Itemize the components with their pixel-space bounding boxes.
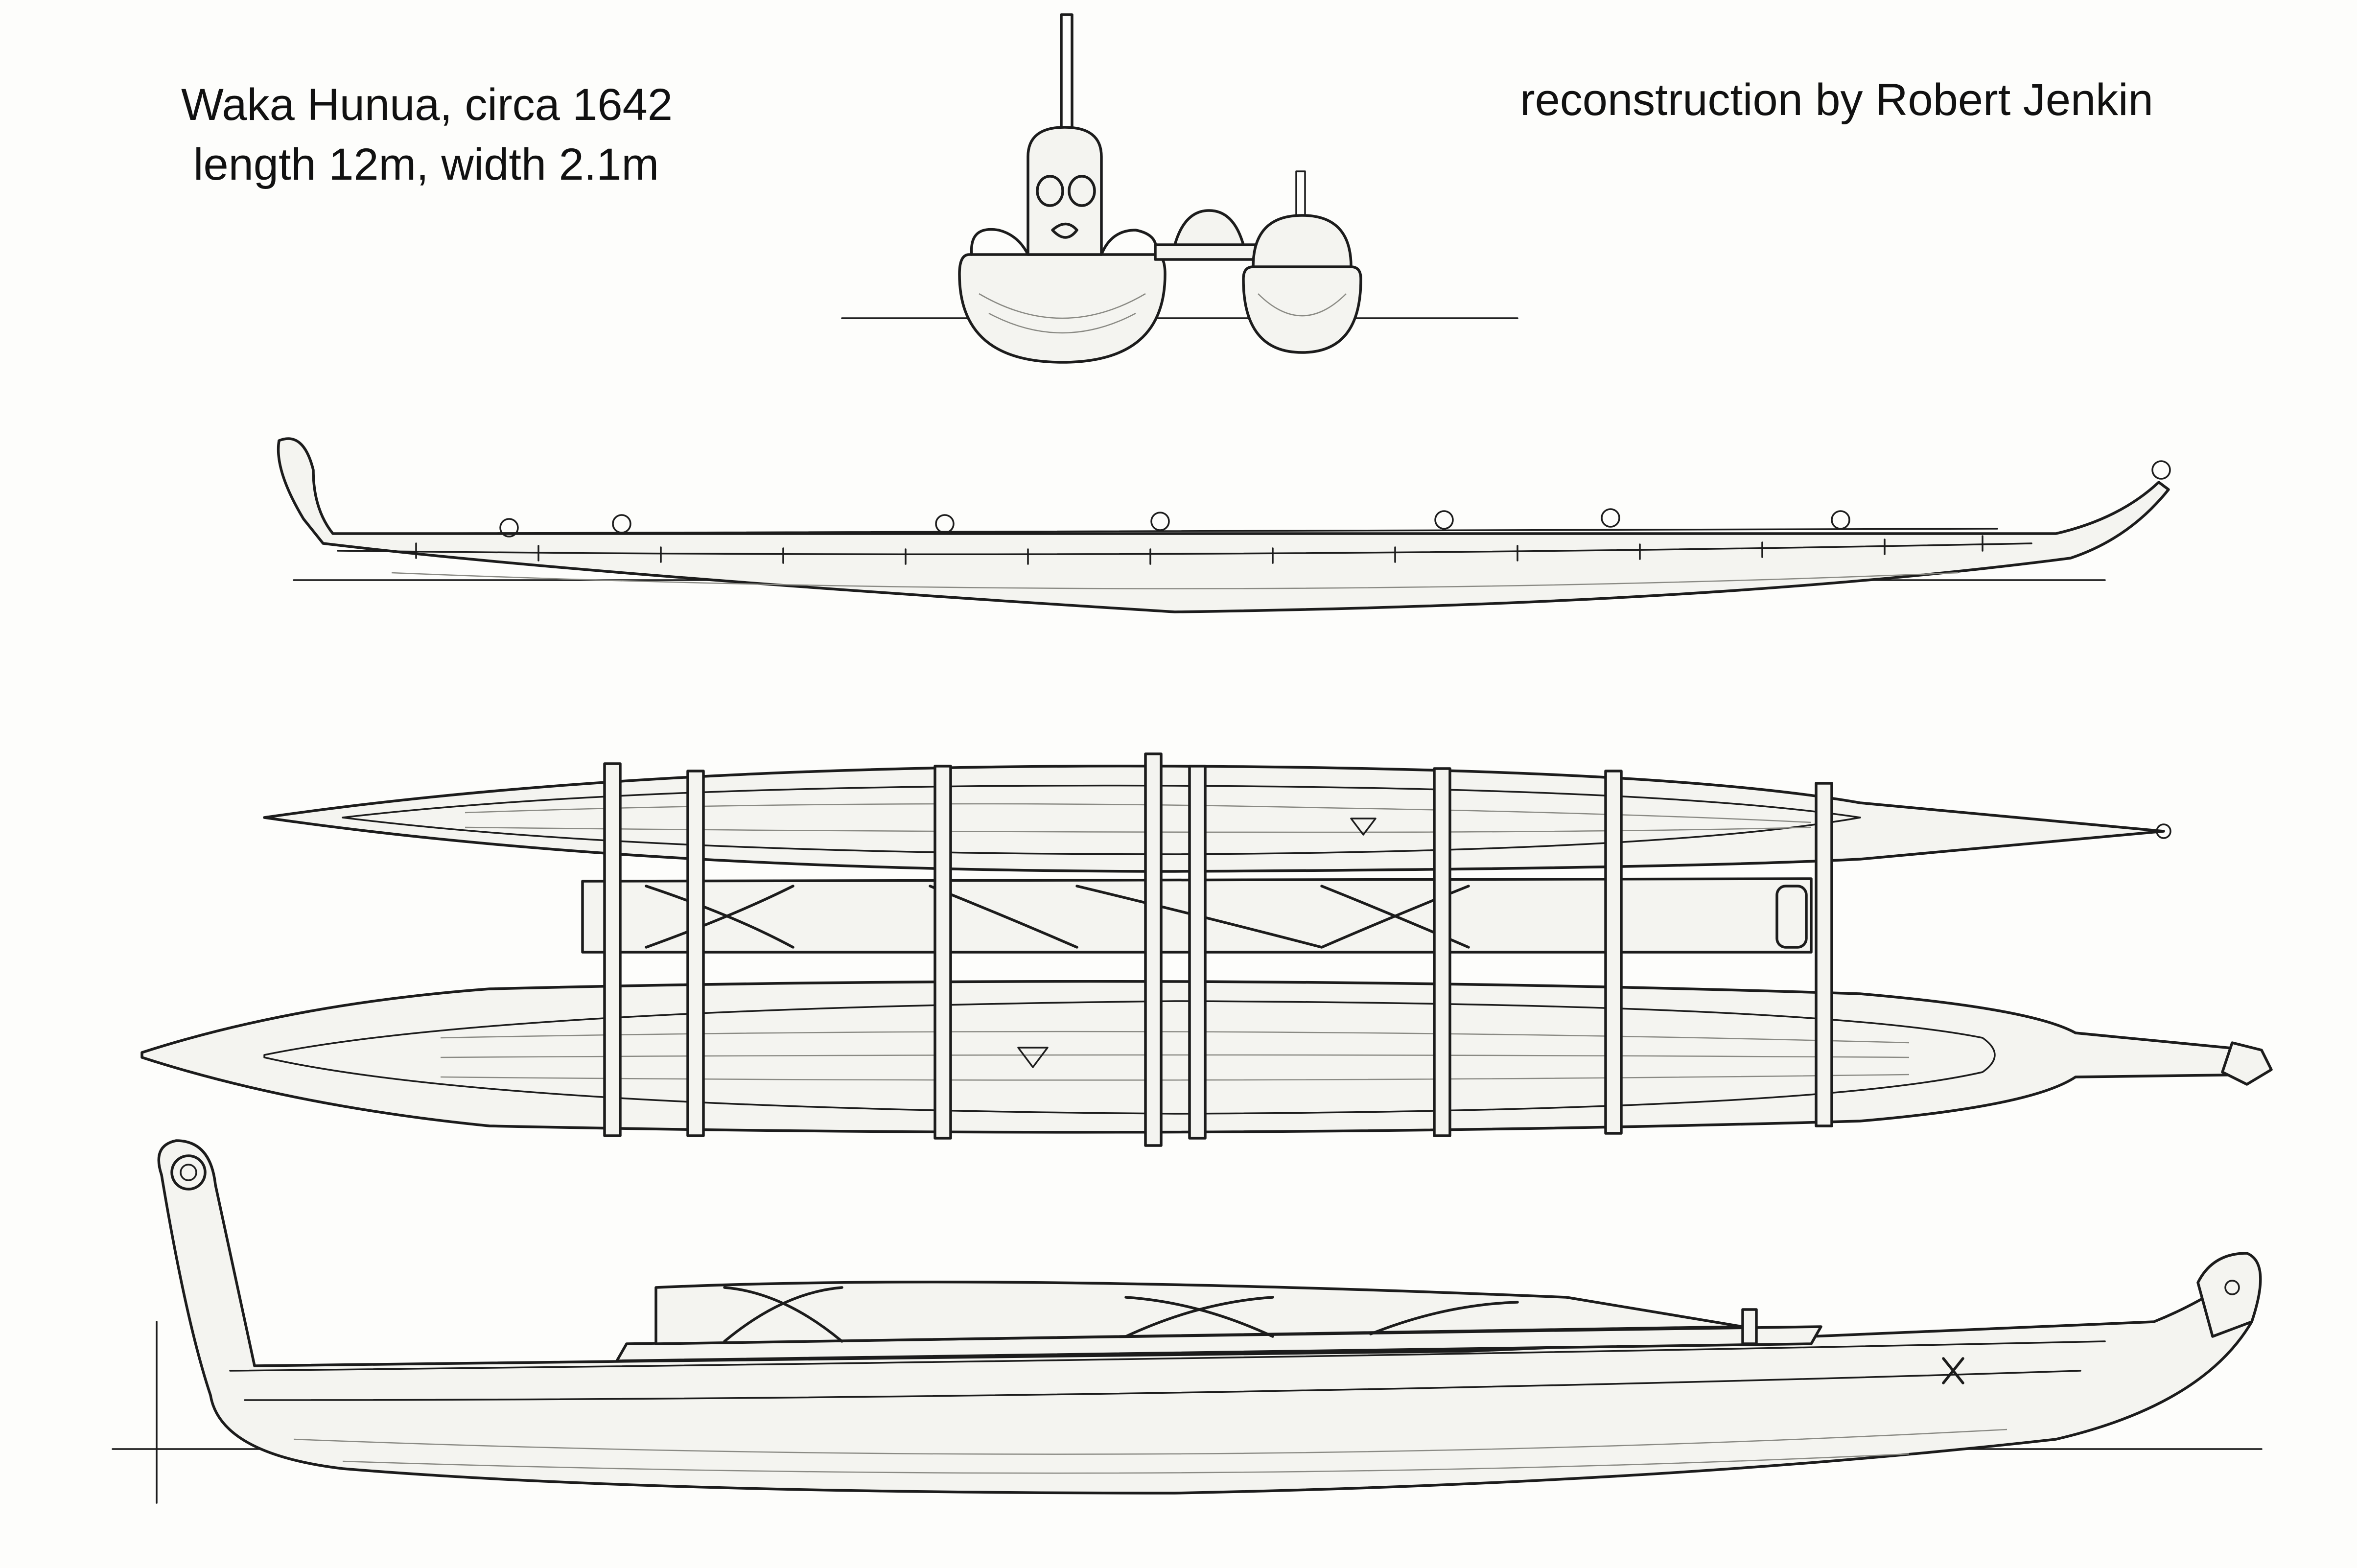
plan-deck-lashings xyxy=(645,885,1470,949)
stern-figurehead-eye xyxy=(2224,1280,2240,1295)
drawing-title: Waka Hunua, circa 1642 xyxy=(181,80,673,130)
bow-carving-spiral xyxy=(170,1154,207,1191)
second-hull-sternpost xyxy=(1252,214,1353,268)
plan-upper-hull-inner xyxy=(342,784,1861,855)
stern-knob xyxy=(2151,460,2171,480)
plan-crossbeam-1 xyxy=(603,762,622,1137)
side-hull-shading xyxy=(391,572,1959,589)
full-cargo-lashings xyxy=(723,1286,1519,1343)
side-view-hull xyxy=(277,437,2171,613)
side-hull-lashings xyxy=(415,535,1984,565)
plan-main-hull-inner xyxy=(263,1000,1996,1115)
side-hull-gunwale xyxy=(332,528,1998,535)
deck-platform xyxy=(1173,209,1245,246)
side-view-full xyxy=(112,1139,2263,1504)
side-hull-outline xyxy=(277,437,2170,613)
plan-upper-hull xyxy=(263,765,2165,873)
full-hull-gunwale xyxy=(229,1340,2106,1372)
plan-main-hull-mark xyxy=(1017,1047,1049,1068)
plan-upper-stern-knob xyxy=(2156,823,2171,839)
plan-crossbeams xyxy=(603,752,1833,1147)
crossbeam xyxy=(1154,243,1264,261)
second-hull-section xyxy=(1242,265,1362,354)
sternpost-spike xyxy=(1295,170,1306,216)
plan-crossbeam-6 xyxy=(1433,767,1451,1137)
plan-upper-hull-mark xyxy=(1350,818,1377,836)
full-mast-step xyxy=(1741,1308,1758,1345)
plan-crossbeam-5 xyxy=(1188,765,1207,1140)
second-hull-shading xyxy=(1258,293,1347,317)
figurehead-eye-left xyxy=(1036,175,1064,207)
full-hull-lashing-line xyxy=(244,1370,2081,1401)
plan-crossbeam-4 xyxy=(1144,752,1163,1147)
side-hull-thwart-heads xyxy=(499,508,1850,538)
credit-label: reconstruction by Robert Jenkin xyxy=(1520,75,2153,125)
figurehead-mouth xyxy=(1051,222,1078,239)
plan-mast-step xyxy=(1775,885,1808,949)
full-deck-cargo xyxy=(654,1281,1744,1345)
bow-carving-spiral-inner xyxy=(180,1164,197,1181)
figurehead-eye-right xyxy=(1068,175,1096,207)
plan-main-hull-shading xyxy=(440,1030,1910,1081)
dimensions-label: length 12m, width 2.1m xyxy=(193,140,659,189)
plan-main-stern-knob xyxy=(2221,1041,2273,1086)
plan-upper-hull-shading xyxy=(465,803,1812,833)
figurehead xyxy=(1027,126,1103,256)
plan-crossbeam-7 xyxy=(1604,770,1623,1135)
full-deck xyxy=(615,1325,1822,1362)
plan-crossbeam-3 xyxy=(933,765,952,1140)
full-hull-shading xyxy=(293,1428,2007,1474)
full-hull-cross-mark xyxy=(1942,1357,1964,1384)
main-hull-section xyxy=(958,253,1167,364)
front-view xyxy=(841,13,1518,364)
carving-left xyxy=(970,228,1029,256)
plan-crossbeam-2 xyxy=(686,770,705,1137)
side-hull-lashing-line xyxy=(337,542,2032,556)
stern-figurehead xyxy=(2196,1252,2262,1338)
main-hull-shading xyxy=(979,293,1146,334)
plan-crossbeam-8 xyxy=(1815,782,1833,1127)
plan-view xyxy=(140,752,2273,1147)
carving-right xyxy=(1100,229,1158,256)
